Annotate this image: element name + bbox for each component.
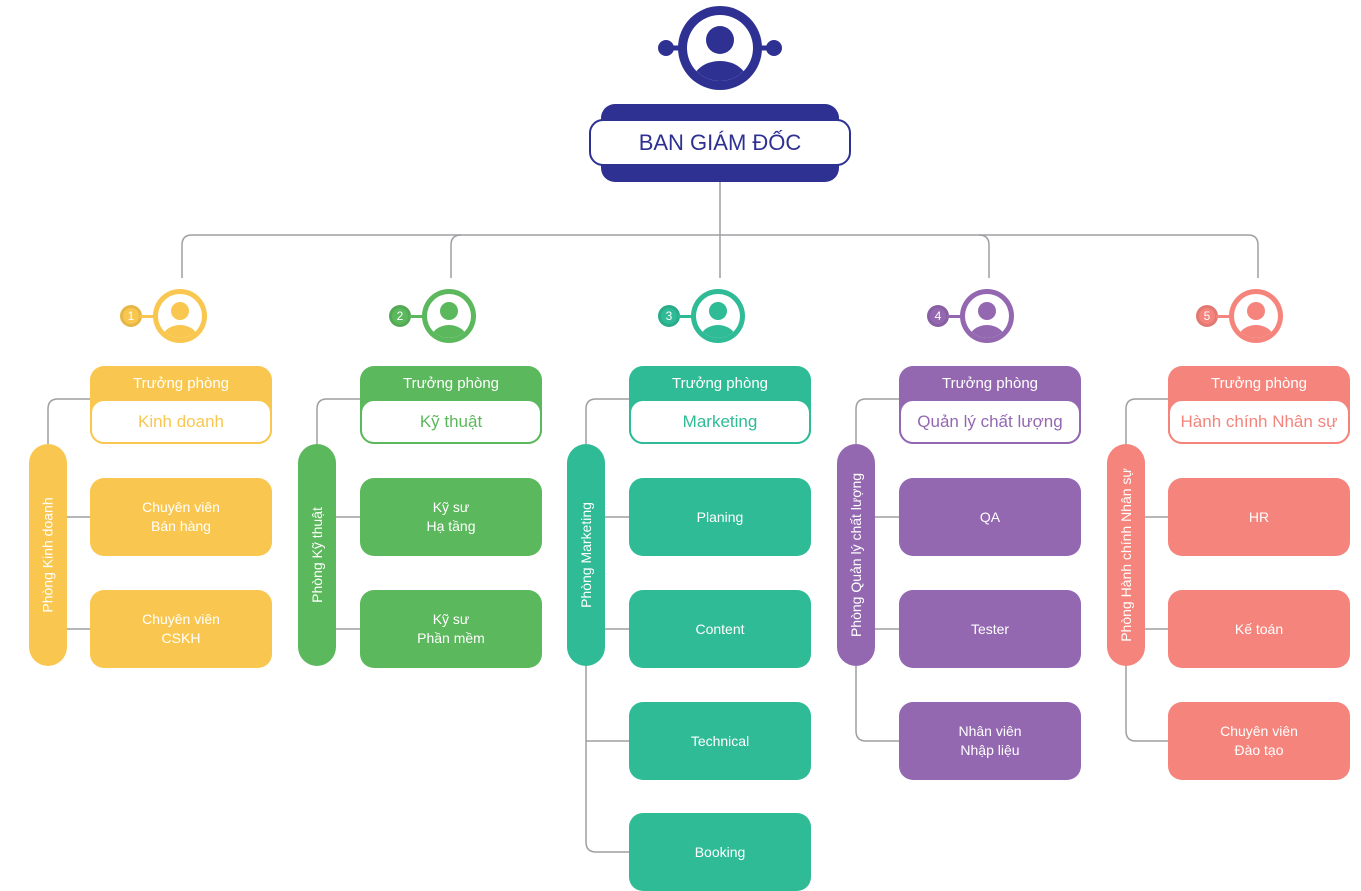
dept-side-label: Phòng Kỹ thuật [298,444,336,666]
dept-side-text: Phòng Kỹ thuật [309,507,325,603]
member-card: Content [629,590,811,668]
member-card: Kỹ sư Phần mềm [360,590,542,668]
member-card: Chuyên viên Đào tạo [1168,702,1350,780]
dept-number: 3 [658,305,680,327]
person-icon [152,288,208,344]
member-card: Kế toán [1168,590,1350,668]
member-card: Kỹ sư Hạ tầng [360,478,542,556]
member-card: HR [1168,478,1350,556]
head-role-label: Trưởng phòng [1210,374,1308,392]
member-card: Chuyên viên Bán hàng [90,478,272,556]
dept-side-label: Phòng Kinh doanh [29,444,67,666]
dept-number: 4 [927,305,949,327]
dept-side-text: Phòng Kinh doanh [40,497,56,613]
dept-badge: 5 [1196,288,1296,348]
member-card: Booking [629,813,811,891]
dept-number: 5 [1196,305,1218,327]
person-icon [421,288,477,344]
dept-side-text: Phòng Quản lý chất lượng [848,472,865,638]
director-person-icon [657,5,783,91]
dept-side-text: Phòng Hành chính Nhân sự [1118,468,1135,642]
dept-head-name: Kinh doanh [90,399,272,444]
dept-side-label: Phòng Quản lý chất lượng [837,444,875,666]
dept-side-label: Phòng Marketing [567,444,605,666]
dept-side-text: Phòng Marketing [578,502,594,608]
head-role-label: Trưởng phòng [402,374,500,392]
dept-badge: 1 [120,288,220,348]
member-card: Chuyên viên CSKH [90,590,272,668]
director-box: BAN GIÁM ĐỐC [589,119,851,166]
badge-link [678,315,694,318]
person-icon [690,288,746,344]
person-icon [959,288,1015,344]
badge-link [140,315,156,318]
dept-number: 1 [120,305,142,327]
dept-badge: 3 [658,288,758,348]
head-role-label: Trưởng phòng [941,374,1039,392]
member-card: Technical [629,702,811,780]
dept-head-name: Quản lý chất lượng [899,399,1081,444]
member-card: Planing [629,478,811,556]
badge-link [409,315,425,318]
dept-badge: 2 [389,288,489,348]
member-card: Nhân viên Nhập liệu [899,702,1081,780]
member-card: QA [899,478,1081,556]
dept-side-label: Phòng Hành chính Nhân sự [1107,444,1145,666]
dept-head-name: Marketing [629,399,811,444]
dept-head-name: Hành chính Nhân sự [1168,399,1350,444]
dept-number: 2 [389,305,411,327]
head-role-label: Trưởng phòng [132,374,230,392]
badge-link [947,315,963,318]
dept-head-name: Kỹ thuật [360,399,542,444]
dept-badge: 4 [927,288,1027,348]
badge-link [1216,315,1232,318]
member-card: Tester [899,590,1081,668]
head-role-label: Trưởng phòng [671,374,769,392]
director-title: BAN GIÁM ĐỐC [638,129,802,155]
person-icon [1228,288,1284,344]
